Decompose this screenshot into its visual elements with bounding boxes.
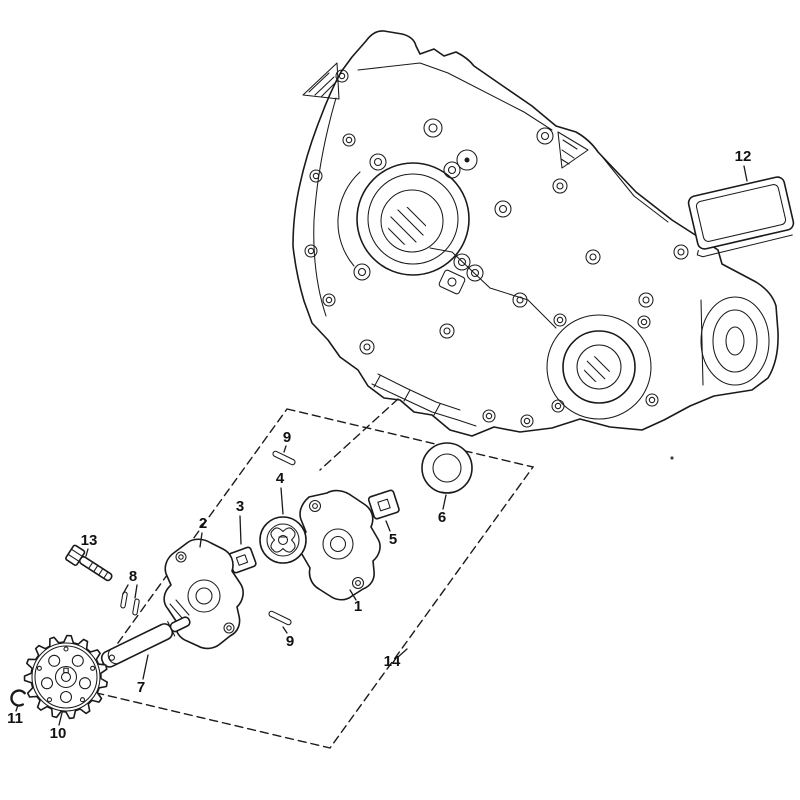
case-ribs xyxy=(429,247,557,329)
callout-leader-3 xyxy=(239,515,242,545)
callout-leader-14 xyxy=(397,648,408,658)
part-13-hex-bolt xyxy=(65,544,113,582)
callout-leader-8 xyxy=(122,584,138,599)
part-9-pin-top xyxy=(272,450,296,466)
callout-label-1: 1 xyxy=(354,598,362,615)
part-10-sprocket xyxy=(23,634,108,720)
callout-label-5: 5 xyxy=(389,531,397,548)
part-9-pin-bottom xyxy=(268,610,292,626)
callout-label-9-bottom: 9 xyxy=(286,633,294,650)
callout-label-14: 14 xyxy=(384,653,401,670)
callout-label-12: 12 xyxy=(735,148,752,165)
callout-leader-10 xyxy=(58,712,63,726)
callout-leader-12 xyxy=(743,165,748,182)
callout-leader-13 xyxy=(85,548,89,557)
callout-label-9-top: 9 xyxy=(283,429,291,446)
callout-label-3: 3 xyxy=(236,498,244,515)
main-bearing-opening xyxy=(337,162,470,276)
right-cylinder-boss xyxy=(700,296,770,386)
callout-leader-5 xyxy=(385,520,391,532)
callout-leader-6 xyxy=(442,494,447,510)
callout-label-6: 6 xyxy=(438,509,446,526)
callout-label-11: 11 xyxy=(7,710,23,727)
part-8-pins xyxy=(120,591,140,616)
callout-leader-1 xyxy=(349,589,357,601)
hatched-gussets xyxy=(302,62,589,169)
callout-label-8: 8 xyxy=(129,568,137,585)
callout-leader-2 xyxy=(199,532,203,548)
callout-label-4: 4 xyxy=(276,470,285,487)
part-5-drive-joint xyxy=(367,489,400,520)
crankcase-drawing xyxy=(292,30,779,437)
callout-label-7: 7 xyxy=(137,679,145,696)
callouts: 1 2 3 4 5 6 7 8 9 9 10 11 12 13 14 xyxy=(7,148,751,742)
callout-leader-11 xyxy=(15,704,19,712)
part-7-drive-shaft xyxy=(100,616,191,668)
part-1-pump-cover xyxy=(299,489,381,601)
clutch-boss xyxy=(546,313,659,420)
assembly-locator-dashed-line xyxy=(319,398,399,471)
part-6-spacer-collar xyxy=(421,442,473,494)
callout-leader-7 xyxy=(142,654,149,680)
bolt-holes xyxy=(304,69,689,428)
callout-label-2: 2 xyxy=(199,515,207,532)
speck xyxy=(670,456,674,460)
callout-leader-9-top xyxy=(283,445,287,453)
callout-label-10: 10 xyxy=(50,725,67,742)
part-4-rotor-set xyxy=(259,516,307,564)
callout-leader-9-bottom xyxy=(282,626,288,634)
callout-leader-4 xyxy=(280,487,284,515)
part-11-snap-ring xyxy=(10,689,26,707)
callout-label-13: 13 xyxy=(81,532,98,549)
part-12-gasket-plate xyxy=(687,176,795,258)
